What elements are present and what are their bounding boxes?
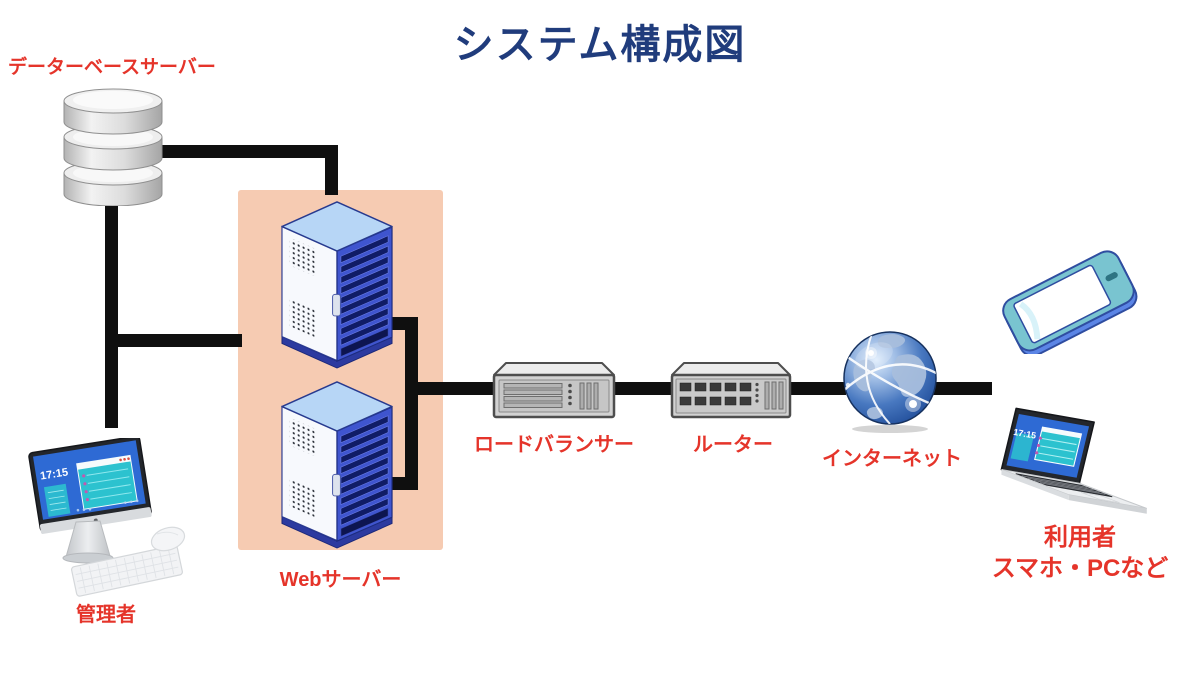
database-label: データーベースサーバー — [8, 57, 216, 78]
connector-db-to-server1-horizontal — [150, 145, 338, 158]
laptop-icon: 17:15 — [1000, 407, 1147, 514]
web-server-label: Webサーバー — [279, 569, 402, 591]
internet-node — [840, 330, 940, 439]
database-icon — [63, 88, 163, 207]
connector-db-to-server1-vertical — [325, 145, 338, 195]
connector-router-to-internet — [790, 382, 846, 395]
connector-servers-bracket-vertical — [405, 317, 418, 490]
smartphone-icon — [1002, 250, 1138, 357]
connector-servers-to-loadbalancer — [412, 382, 497, 395]
router-node — [668, 360, 794, 427]
server-tower-icon — [281, 201, 393, 369]
router-label: ルーター — [693, 434, 773, 456]
load-balancer-label: ロードバランサー — [474, 434, 634, 456]
connector-db-down-vertical — [105, 195, 118, 428]
internet-label: インターネット — [822, 448, 962, 470]
admin-label: 管理者 — [76, 604, 136, 626]
web-server-2-node — [278, 380, 396, 554]
admin-node: 17:15 — [26, 435, 196, 603]
smartphone-node — [998, 246, 1138, 359]
server-tower-icon — [281, 381, 393, 549]
users-label: 利用者 スマホ・PCなど — [970, 522, 1190, 584]
database-node — [58, 88, 168, 211]
connector-loadbalancer-to-router — [612, 382, 674, 395]
laptop-screen-clock: 17:15 — [1013, 427, 1037, 441]
connector-internet-to-users — [930, 382, 992, 395]
users-label-line1: 利用者 — [1044, 524, 1116, 551]
load-balancer-icon — [492, 362, 616, 419]
diagram-title: システム構成図 — [453, 23, 747, 67]
router-icon — [670, 362, 792, 419]
users-label-line2: スマホ・PCなど — [991, 555, 1169, 582]
connector-db-to-groupbox-horizontal — [105, 334, 242, 347]
web-server-1-node — [278, 200, 396, 374]
internet-globe-icon — [843, 331, 937, 433]
load-balancer-node — [490, 360, 618, 427]
desktop-screen-clock: 17:15 — [39, 466, 69, 482]
desktop-computer-icon: 17:15 — [28, 435, 186, 597]
laptop-node: 17:15 — [993, 400, 1151, 523]
